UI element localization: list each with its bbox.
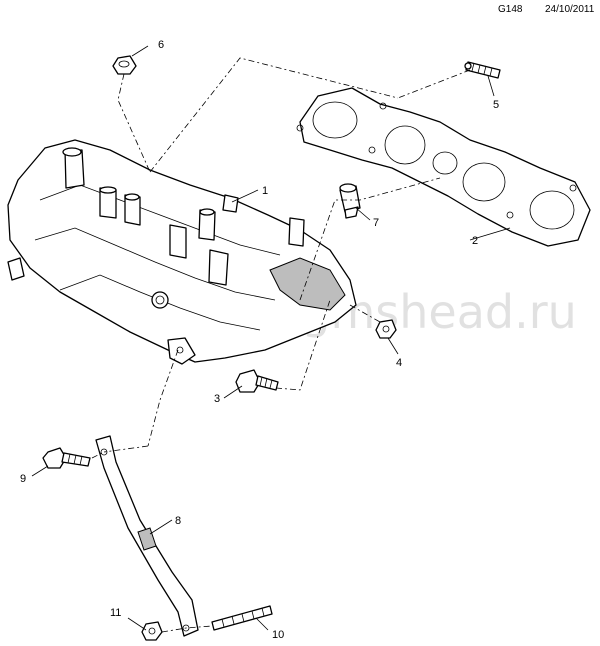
sensor-7 [339,183,361,219]
callout-5: 5 [493,99,499,111]
callout-8: 8 [175,515,181,527]
callout-6: 6 [158,39,164,51]
leader-lines [31,45,511,631]
callout-11: 11 [110,607,121,619]
stud-5 [464,61,501,79]
assembly-lines [91,57,471,633]
bracket-8 [95,435,199,637]
callout-7: 7 [373,217,379,229]
callout-10: 10 [272,629,284,641]
bolt-6 [112,55,137,75]
bolt-9 [42,447,91,469]
diagram-code: G148 [498,4,523,15]
diagram-date: 24/10/2011 [545,4,595,15]
callout-1: 1 [262,185,268,197]
callout-labels: 1 2 3 4 5 6 7 8 9 10 11 [20,39,499,641]
callout-2: 2 [472,235,478,247]
stud-10 [211,605,273,631]
callout-9: 9 [20,473,26,485]
callout-3: 3 [214,393,220,405]
bolt-3 [235,369,279,393]
manifold-gasket [296,87,591,247]
nut-11 [141,621,163,641]
callout-4: 4 [396,357,402,369]
intake-manifold [7,139,357,365]
nut-4 [375,319,397,339]
